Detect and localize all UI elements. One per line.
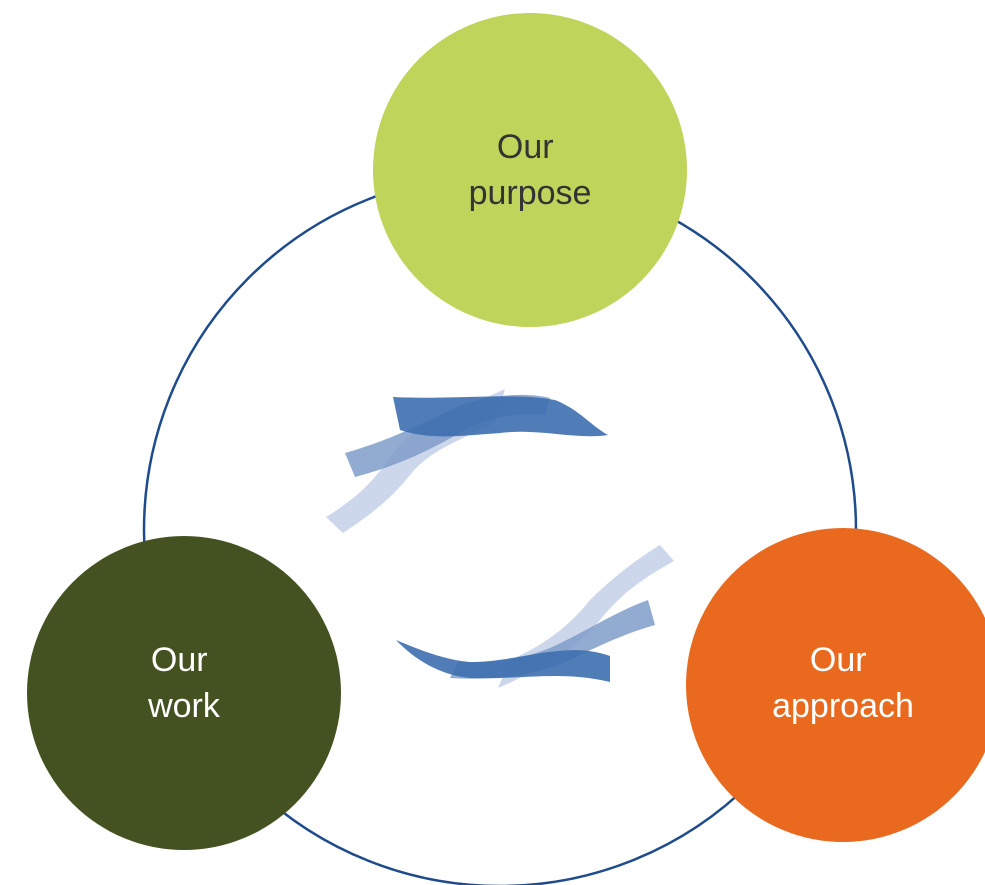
node-our-approach-line-1: Our bbox=[810, 641, 867, 679]
swoosh-arrow-lower bbox=[396, 545, 674, 688]
swoosh-band-upper-dark bbox=[393, 396, 608, 437]
node-our-approach-label: Our approach bbox=[772, 641, 914, 725]
node-our-approach-line-2: approach bbox=[772, 687, 914, 725]
node-our-approach: Our approach bbox=[686, 528, 985, 842]
node-our-approach-circle bbox=[686, 528, 985, 842]
node-our-work-line-2: work bbox=[147, 687, 221, 725]
node-our-work-label: Our work bbox=[147, 641, 221, 725]
node-our-purpose-circle bbox=[373, 13, 687, 327]
swoosh-band-lower-dark bbox=[396, 640, 610, 682]
node-our-purpose-label: Our purpose bbox=[469, 128, 592, 212]
swoosh-arrow-upper bbox=[326, 389, 608, 533]
node-our-work: Our work bbox=[27, 536, 341, 850]
node-our-work-circle bbox=[27, 536, 341, 850]
node-our-purpose: Our purpose bbox=[373, 13, 687, 327]
node-our-work-line-1: Our bbox=[151, 641, 208, 679]
node-our-purpose-line-1: Our bbox=[497, 128, 554, 166]
node-our-purpose-line-2: purpose bbox=[469, 174, 592, 212]
